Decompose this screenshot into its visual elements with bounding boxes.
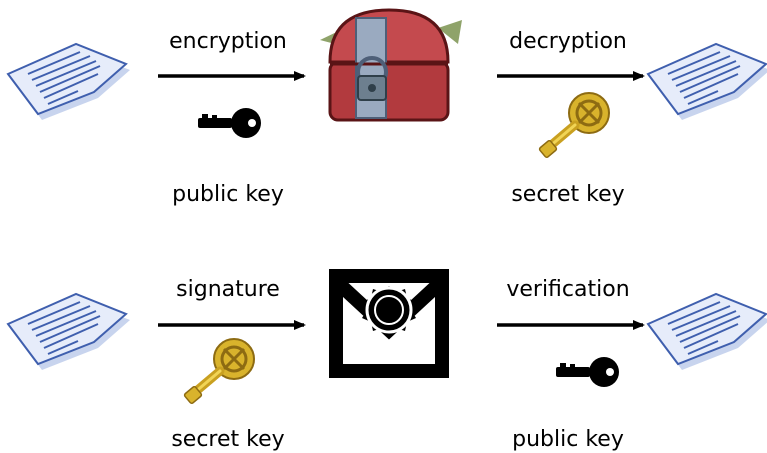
signature-label: signature	[176, 277, 280, 302]
document-icon	[7, 43, 131, 121]
verification-label: verification	[506, 277, 629, 302]
treasure-chest-icon	[320, 8, 462, 122]
row-signature: signature secret key verification public…	[7, 269, 767, 452]
decryption-label: decryption	[509, 29, 627, 54]
gold-key-icon	[539, 93, 609, 158]
gold-key-icon	[184, 339, 254, 404]
secret-key-caption: secret key	[511, 182, 624, 207]
black-key-icon	[198, 108, 261, 138]
sealed-envelope-icon	[329, 269, 449, 378]
encryption-label: encryption	[169, 29, 287, 54]
document-icon	[647, 43, 767, 121]
public-key-caption: public key	[172, 182, 284, 207]
public-key-caption: public key	[512, 427, 624, 452]
row-encryption: encryption public key decryption secret …	[7, 8, 767, 207]
secret-key-caption: secret key	[171, 427, 284, 452]
document-icon	[647, 293, 767, 371]
document-icon	[7, 293, 131, 371]
black-key-icon	[556, 357, 619, 387]
